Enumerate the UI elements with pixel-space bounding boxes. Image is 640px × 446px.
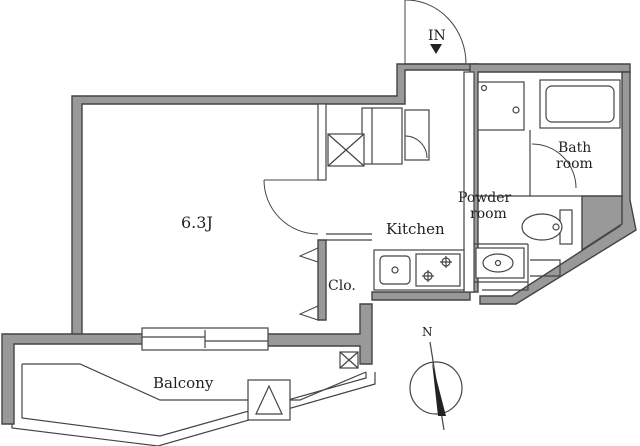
entrance-step [404,109,430,161]
compass-label: N [422,325,433,339]
bathtub [539,79,621,129]
closet-label: Clo. [328,278,356,294]
walls [1,63,637,425]
arrow-down-icon [430,44,442,54]
balcony-vent [339,351,359,369]
closet-doors[interactable] [298,247,319,321]
sink [379,255,411,285]
partitions [317,71,582,293]
north-arrow-icon [432,362,446,416]
entrance-label: IN [428,28,446,44]
main-room-label: 6.3J [181,213,213,232]
evacuation-hatch-icon [247,379,291,421]
balcony-window [141,327,269,351]
balcony-label: Balcony [153,374,214,392]
compass [409,341,463,431]
kitchen-label: Kitchen [386,220,445,238]
main-room-door[interactable] [263,179,319,235]
bath-room-label-2: room [556,156,593,172]
bath-room-label-1: Bath [558,140,591,156]
powder-room-label-2: room [470,206,507,222]
balcony-outline [11,342,376,446]
washer-space [477,81,525,131]
washbasin [475,247,525,279]
shoe-cabinet [361,107,403,165]
storage-box [327,133,365,167]
bath-door[interactable] [529,130,577,196]
toilet [521,209,573,245]
powder-room-label-1: Powder [458,190,512,206]
stove-icon [415,253,461,287]
entrance-door[interactable] [404,0,467,65]
